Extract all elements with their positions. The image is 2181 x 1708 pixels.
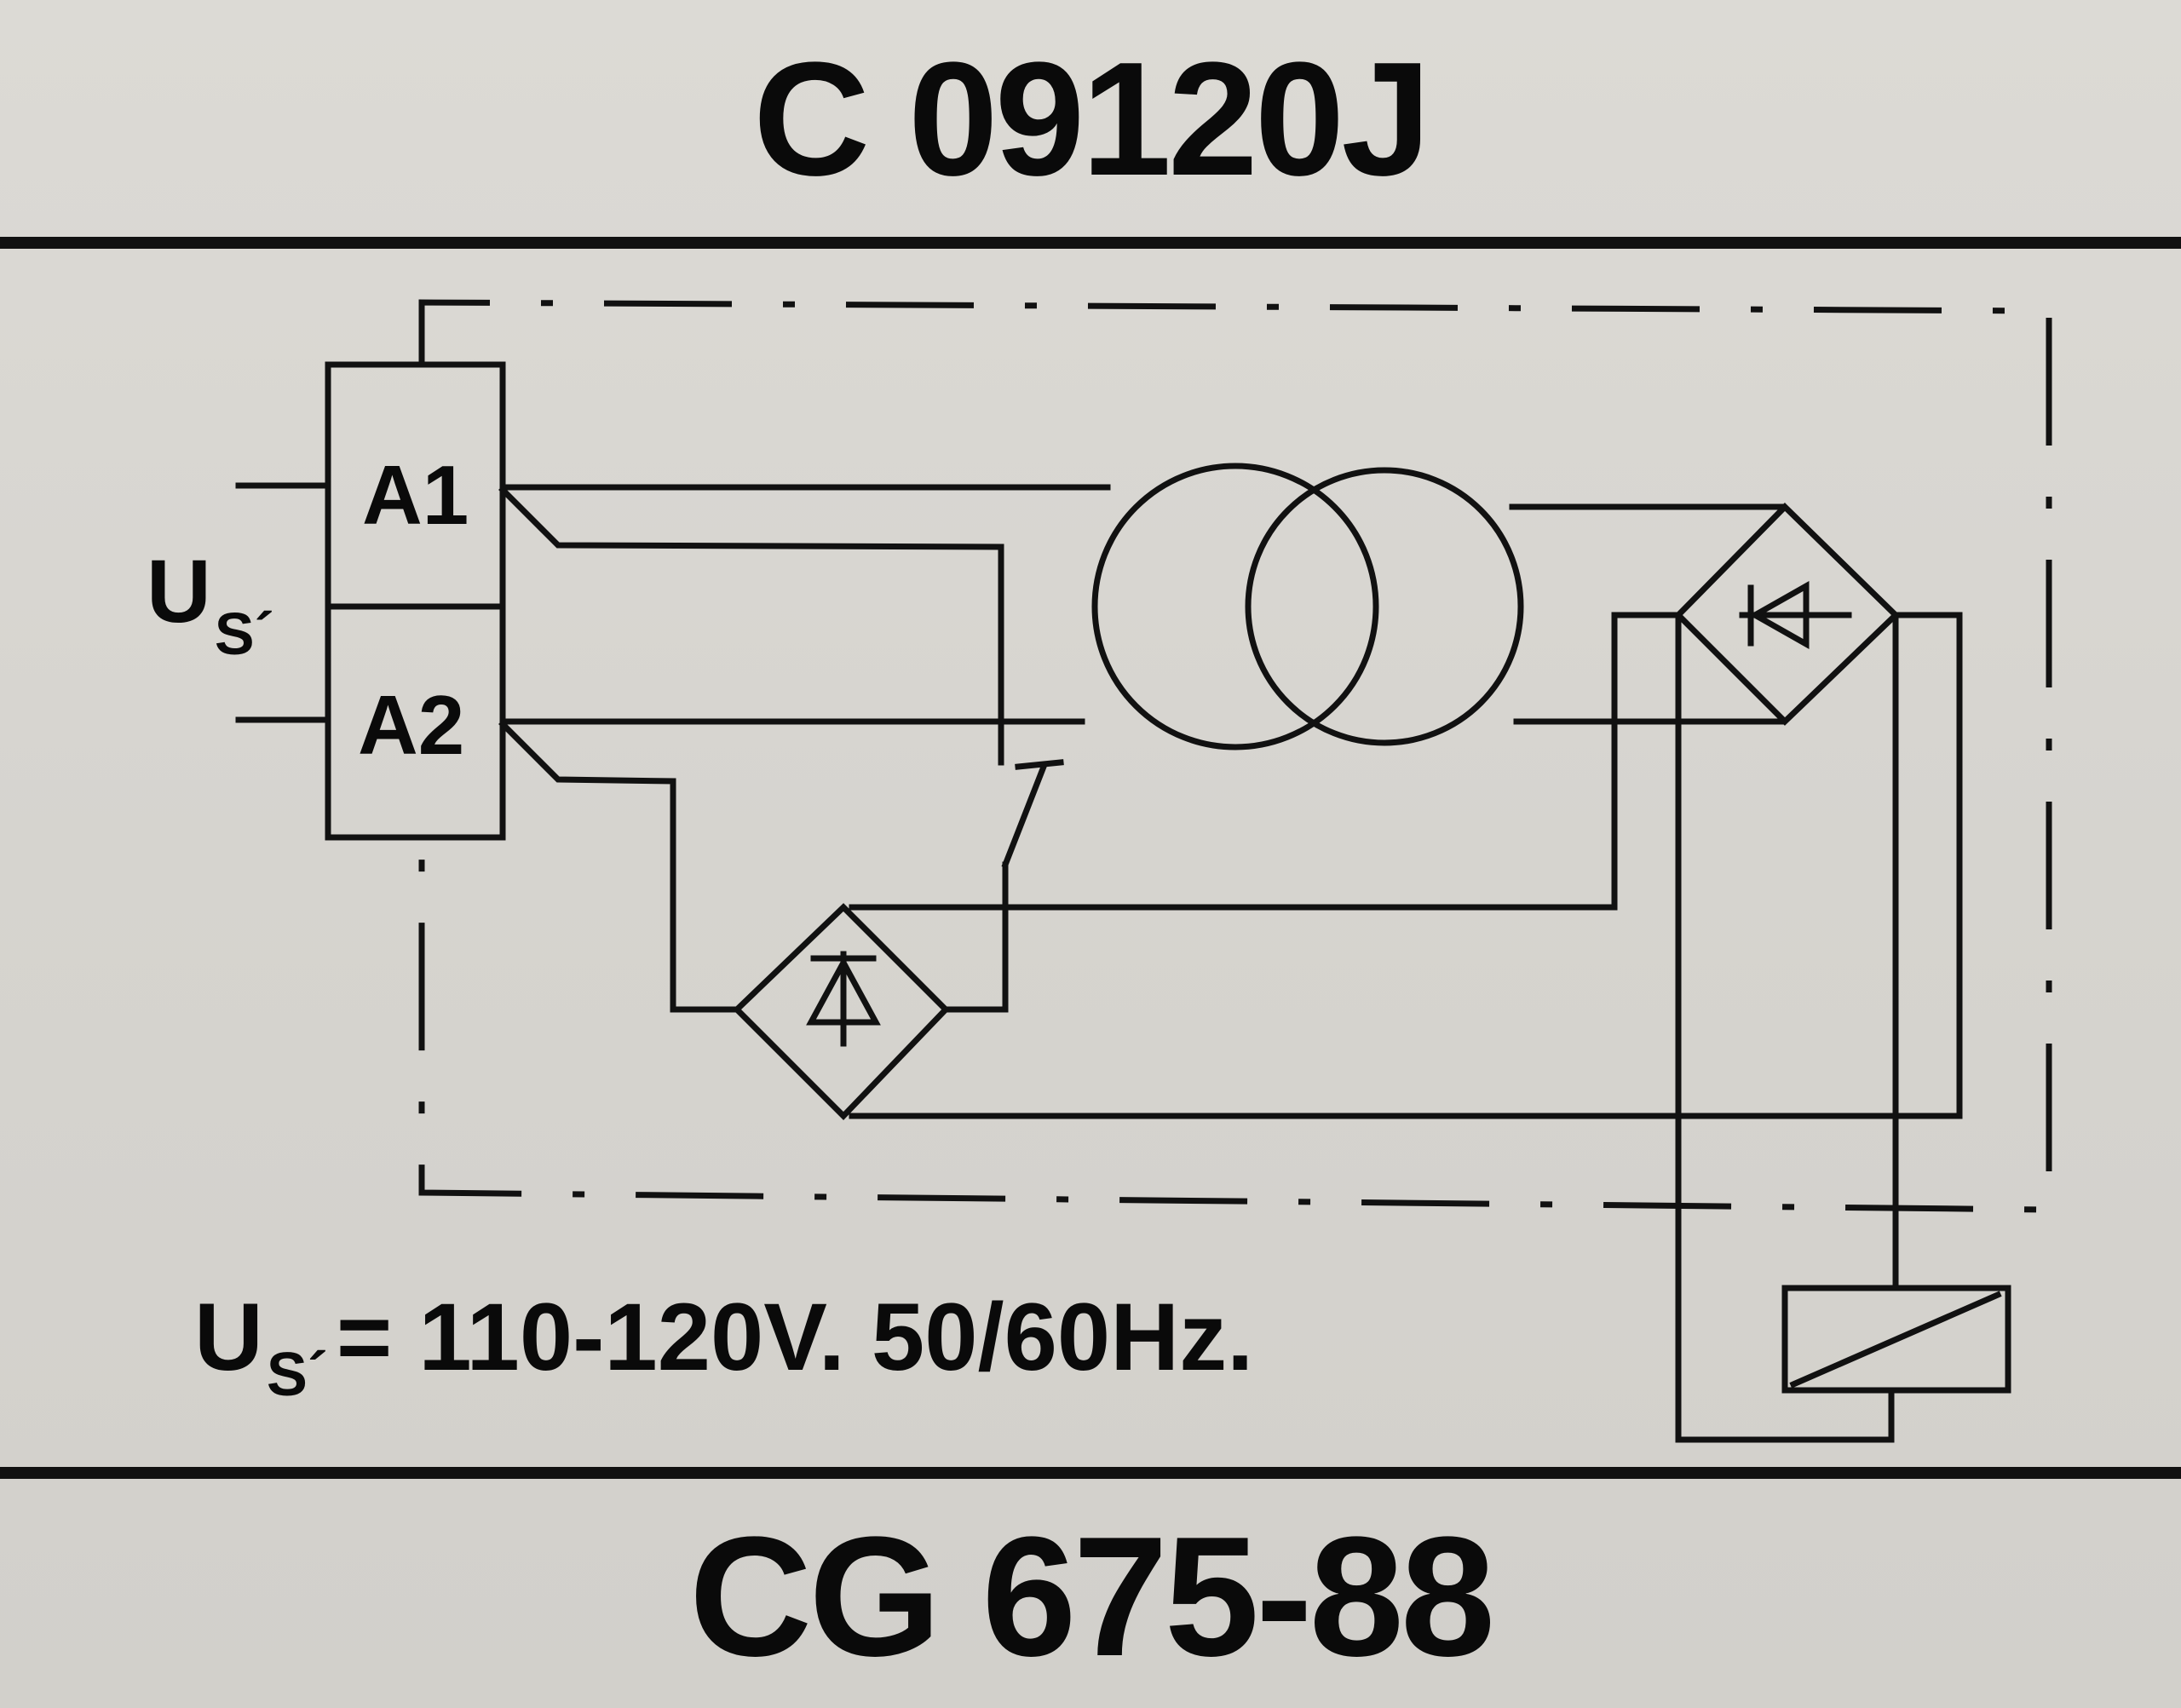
- relay-coil-icon: [1781, 1285, 2011, 1394]
- top-code: C 09120J: [752, 29, 1431, 210]
- bridge-rectifier-icon: [732, 903, 950, 1121]
- switch-contact-icon: [1001, 759, 1064, 869]
- transformer-icon: [1091, 463, 1524, 750]
- terminal-a2: A2: [358, 678, 464, 772]
- bottom-code: CG 675-88: [688, 1502, 1495, 1692]
- bottom-divider: [0, 1467, 2181, 1479]
- supply-symbol: US´: [147, 542, 274, 667]
- circuit-wires: [498, 484, 1963, 1443]
- terminal-a1: A1: [362, 448, 469, 542]
- supply-leads: [235, 482, 331, 723]
- enclosure-outline: [418, 299, 2052, 1213]
- diode-icon: [806, 951, 881, 1047]
- top-divider: [0, 237, 2181, 249]
- terminal-block: A1 A2: [325, 361, 506, 841]
- rating-text: US´= 110-120V. 50/60Hz.: [194, 1284, 1253, 1409]
- bridge-rectifier-icon: [1674, 503, 1901, 726]
- diode-icon: [1739, 580, 1852, 650]
